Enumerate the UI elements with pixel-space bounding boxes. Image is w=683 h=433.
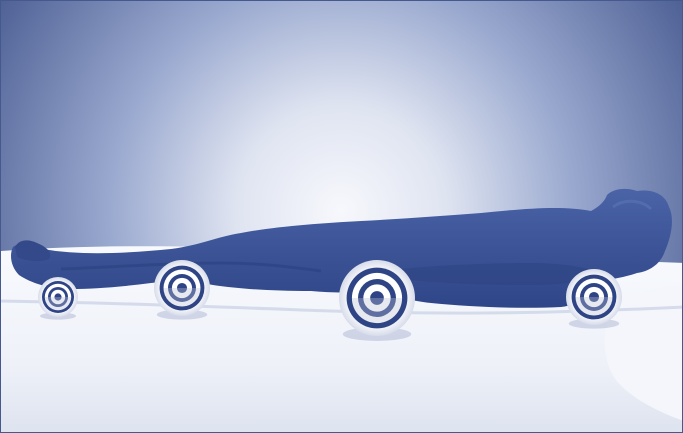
target-icon bbox=[339, 260, 415, 336]
target-icon bbox=[566, 269, 622, 325]
target-icon bbox=[38, 277, 78, 317]
target-icon bbox=[154, 260, 210, 316]
